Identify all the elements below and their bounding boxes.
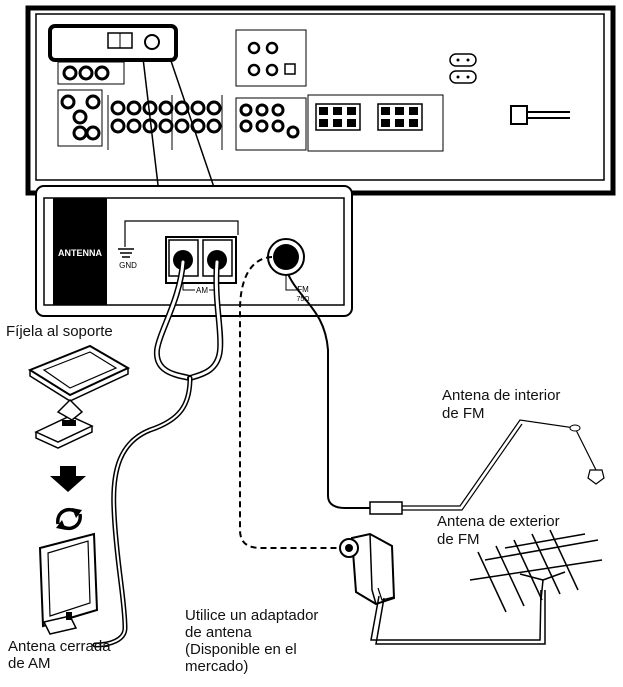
am-loop-antenna-label-line1: Antena cerrada bbox=[8, 638, 111, 655]
adapter-label-line3: (Disponible en el bbox=[185, 641, 297, 658]
antenna-panel-closeup bbox=[35, 185, 353, 317]
am-loop-antenna-icon bbox=[38, 532, 99, 635]
outdoor-yagi-antenna-icon bbox=[469, 529, 603, 613]
fm-terminal-label: FM bbox=[297, 285, 309, 294]
receiver-back-panel-icon bbox=[25, 5, 616, 196]
attach-to-stand-label: Fíjela al soporte bbox=[6, 323, 113, 340]
antenna-label: ANTENNA bbox=[58, 248, 102, 258]
indoor-fm-antenna-label-line1: Antena de interior bbox=[442, 387, 561, 404]
am-loop-antenna-label-line2: de AM bbox=[8, 655, 51, 672]
outdoor-fm-antenna-label-line1: Antena de exterior bbox=[437, 513, 560, 530]
fm-impedance-label: 75Ω bbox=[296, 296, 309, 303]
stand-icon bbox=[34, 398, 94, 449]
arrow-down-icon bbox=[50, 466, 86, 492]
gnd-label: GND bbox=[119, 261, 137, 270]
am-terminal-label: AM bbox=[196, 286, 208, 295]
rotate-arrows-icon bbox=[56, 507, 82, 531]
adapter-label-line2: de antena bbox=[185, 624, 252, 641]
indoor-fm-antenna-label-line2: de FM bbox=[442, 405, 485, 422]
outdoor-fm-antenna-label-line2: de FM bbox=[437, 531, 480, 548]
antenna-adapter-icon bbox=[339, 532, 546, 645]
adapter-label-line1: Utilice un adaptador bbox=[185, 607, 319, 624]
adapter-label-line4: mercado) bbox=[185, 658, 249, 675]
am-loop-antenna-icon bbox=[27, 344, 131, 402]
fm-wire-antenna-icon bbox=[369, 419, 605, 515]
